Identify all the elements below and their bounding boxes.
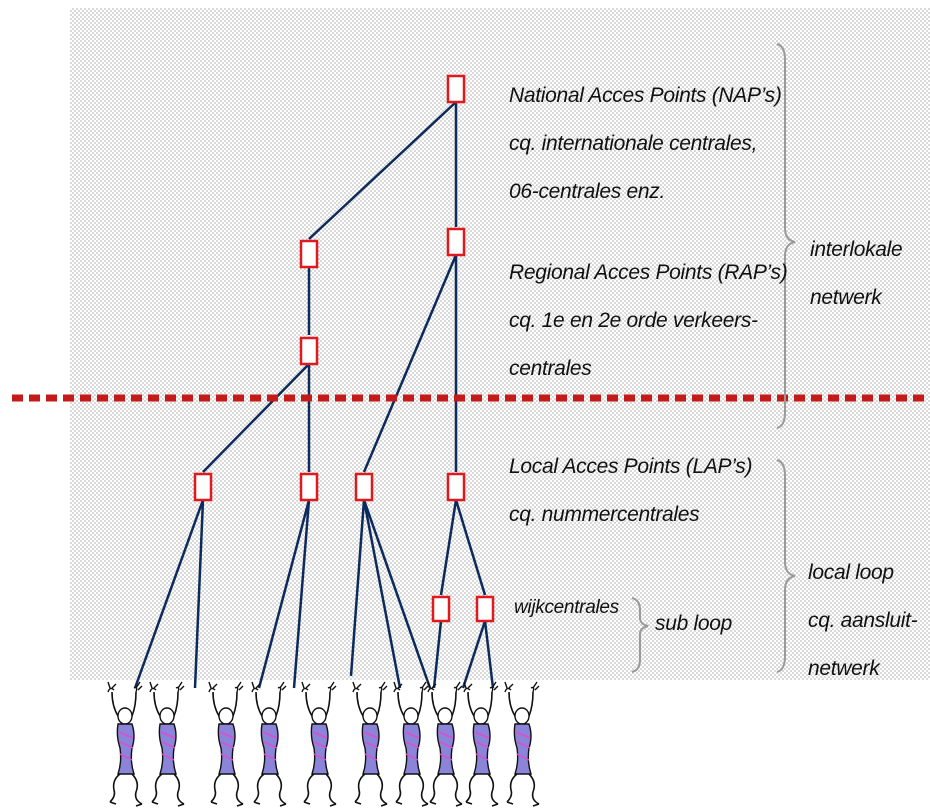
person-icon [251, 681, 287, 807]
nap-label-line2: cq. internationale centrales, [509, 132, 758, 155]
rap-label-line3: centrales [509, 357, 592, 380]
rap-label-line1: Regional Acces Points (RAP’s) [509, 261, 788, 284]
interlokaal-label-line1: interlokale [810, 238, 903, 261]
local-loop-label-line2: cq. aansluit- [808, 609, 918, 632]
rap-node [299, 239, 319, 269]
person-icon [463, 681, 499, 807]
nap-label: National Acces Points (NAP’s) cq. intern… [509, 60, 782, 228]
person-icon [393, 681, 429, 807]
local-loop-label: local loop cq. aansluit- netwerk [808, 537, 918, 705]
interlokaal-label-line2: netwerk [810, 286, 882, 309]
wijkcentrale-node [475, 595, 495, 623]
brace-sub-loop [631, 597, 649, 673]
braces [631, 43, 796, 673]
wijkcentrales-label: wijkcentrales [514, 597, 619, 618]
lap-node [354, 472, 374, 502]
rap-node [446, 227, 466, 257]
network-nodes [193, 74, 495, 623]
interlokaal-label: interlokale netwerk [810, 214, 903, 334]
sub-loop-label: sub loop [655, 612, 732, 635]
brace-interlokaal [776, 43, 796, 429]
rap-label: Regional Acces Points (RAP’s) cq. 1e en … [509, 237, 788, 405]
lap-node [299, 472, 319, 502]
rap-node [299, 336, 319, 366]
rap-label-line2: cq. 1e en 2e orde verkeers- [509, 309, 758, 332]
nap-label-line1: National Acces Points (NAP’s) [509, 84, 782, 107]
connection-lines [133, 101, 495, 689]
person-icon [301, 681, 337, 807]
person-icon [427, 681, 463, 807]
lap-label: Local Acces Points (LAP’s) cq. nummercen… [509, 431, 752, 551]
local-loop-label-line1: local loop [808, 561, 894, 584]
users-row [107, 681, 540, 807]
lap-label-line2: cq. nummercentrales [509, 503, 700, 526]
dotted-background [70, 8, 930, 680]
nap-node [446, 74, 466, 104]
person-icon [352, 681, 388, 807]
person-icon [149, 681, 185, 807]
local-loop-label-line3: netwerk [808, 657, 880, 680]
person-icon [208, 681, 244, 807]
lap-node [446, 472, 466, 502]
person-icon [107, 681, 143, 807]
lap-label-line1: Local Acces Points (LAP’s) [509, 455, 753, 478]
wijkcentrale-node [431, 595, 451, 623]
nap-label-line3: 06-centrales enz. [509, 180, 665, 203]
lap-node [193, 472, 213, 502]
brace-local-loop [776, 459, 796, 673]
person-icon [504, 681, 540, 807]
